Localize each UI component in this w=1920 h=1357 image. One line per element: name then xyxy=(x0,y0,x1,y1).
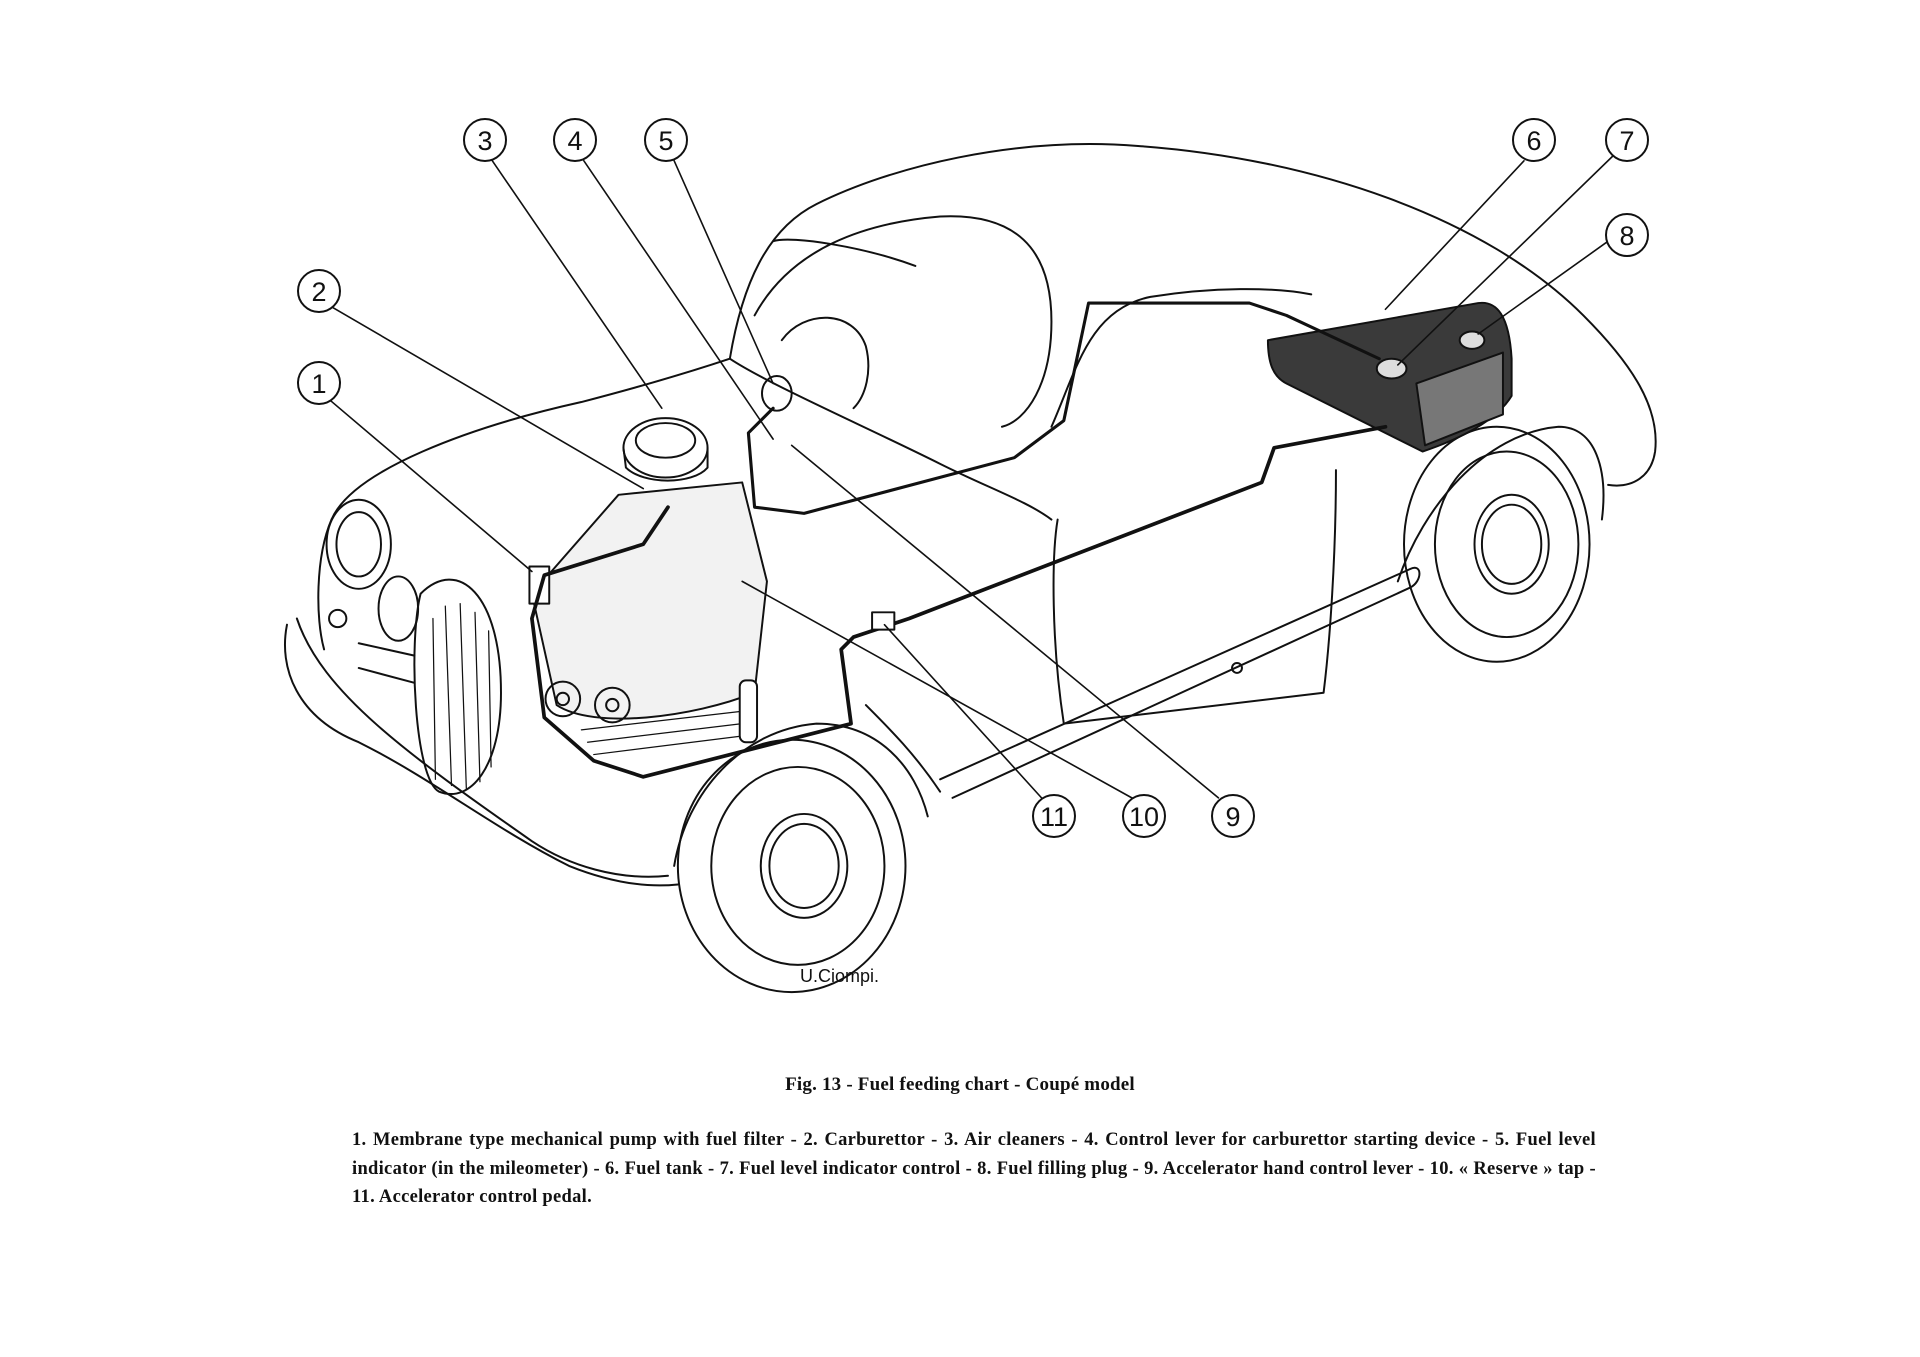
svg-text:5: 5 xyxy=(658,126,673,156)
callout-7: 7 xyxy=(1605,118,1649,162)
callout-2: 2 xyxy=(297,269,341,313)
callout-5: 5 xyxy=(644,118,688,162)
gauge-cable xyxy=(746,301,1381,515)
fog-light xyxy=(377,575,420,642)
callout-10: 10 xyxy=(1122,794,1166,838)
figure-legend: 1. Membrane type mechanical pump with fu… xyxy=(352,1130,1596,1207)
leader-lines xyxy=(327,153,1616,799)
callout-1: 1 xyxy=(297,361,341,405)
callout-8: 8 xyxy=(1605,213,1649,257)
engine xyxy=(528,375,793,756)
svg-text:7: 7 xyxy=(1619,126,1634,156)
svg-text:9: 9 xyxy=(1225,802,1240,832)
svg-text:8: 8 xyxy=(1619,221,1634,251)
svg-text:11: 11 xyxy=(1040,802,1068,832)
front-wheel xyxy=(676,738,907,994)
callout-3: 3 xyxy=(463,118,507,162)
callout-4: 4 xyxy=(553,118,597,162)
svg-text:10: 10 xyxy=(1129,802,1159,832)
callout-6: 6 xyxy=(1512,118,1556,162)
headlight xyxy=(325,498,392,590)
svg-text:4: 4 xyxy=(567,126,582,156)
rear-wheel xyxy=(1403,425,1591,663)
fuel-tank xyxy=(1266,301,1513,453)
svg-text:3: 3 xyxy=(477,126,492,156)
svg-text:2: 2 xyxy=(311,277,326,307)
grille xyxy=(413,578,502,795)
callout-11: 11 xyxy=(1032,794,1076,838)
callout-9: 9 xyxy=(1211,794,1255,838)
front-bumper xyxy=(283,617,679,887)
artist-signature: U.Ciompi. xyxy=(800,966,879,986)
fuel-line xyxy=(530,424,1388,779)
svg-text:6: 6 xyxy=(1526,126,1541,156)
car-body xyxy=(317,143,1657,867)
figure-caption-title: Fig. 13 - Fuel feeding chart - Coupé mod… xyxy=(785,1074,1135,1095)
svg-text:1: 1 xyxy=(311,369,326,399)
